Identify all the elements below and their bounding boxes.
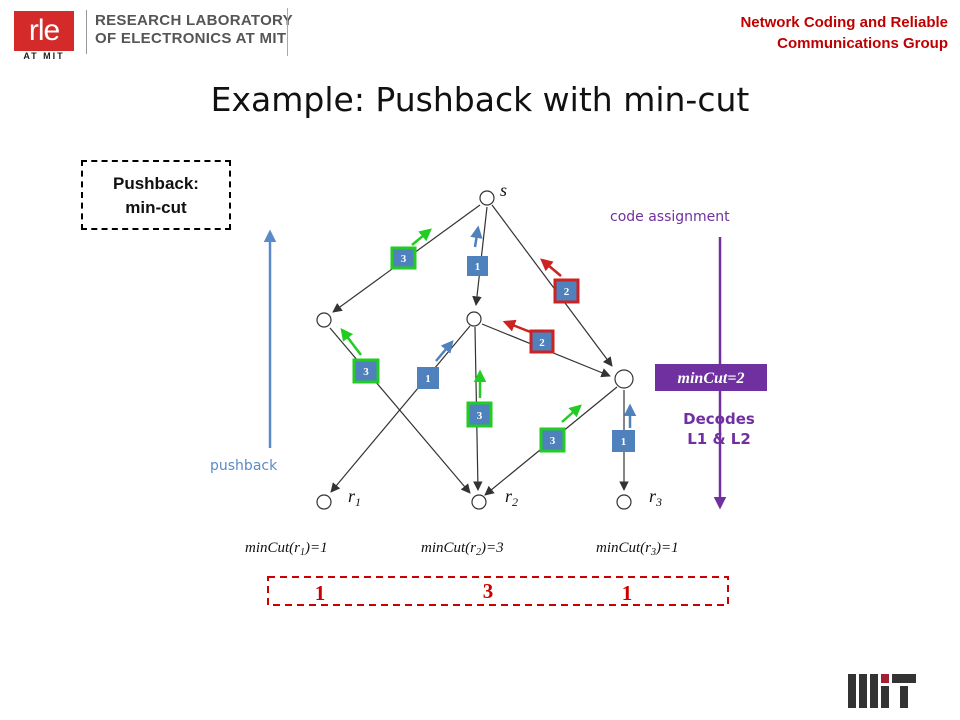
arrow-green-c-r2 <box>561 404 582 423</box>
edge-b-r1 <box>330 325 471 493</box>
code-box-b-r1: 1 <box>417 367 439 389</box>
mincut-r1: minCut(r1)=1 <box>245 540 328 558</box>
mincut-badge: minCut=2 <box>655 364 767 391</box>
rle-logo-subtitle: AT MIT <box>23 51 65 61</box>
svg-text:2: 2 <box>539 337 545 349</box>
svg-text:3: 3 <box>363 366 369 378</box>
arrow-blue-b-r1 <box>435 340 454 362</box>
arrow-blue-s-b <box>470 225 483 248</box>
pushback-legend-box: Pushback: min-cut <box>81 160 231 230</box>
legend-line1: Pushback: <box>113 174 199 193</box>
node-r2 <box>471 494 487 510</box>
legend-line2: min-cut <box>125 198 187 217</box>
svg-text:1: 1 <box>621 436 627 448</box>
result-r2: 3 <box>483 579 494 603</box>
mit-logo <box>848 674 916 708</box>
node-b <box>466 311 482 327</box>
svg-text:minCut=2: minCut=2 <box>678 370 745 387</box>
code-box-s-c: 2 <box>553 278 580 304</box>
lab-name-line1: RESEARCH LABORATORY <box>95 12 293 29</box>
arrow-green-a-r2 <box>340 328 362 356</box>
group-name-line2: Communications Group <box>777 35 948 52</box>
result-r3: 1 <box>622 581 633 605</box>
node-r1 <box>316 494 332 510</box>
mincut-r2: minCut(r2)=3 <box>421 540 504 558</box>
arrow-red-b-c <box>502 319 534 335</box>
node-s <box>479 190 495 206</box>
slide-title: Example: Pushback with min-cut <box>210 80 750 119</box>
rle-logo: rle <box>14 11 74 51</box>
svg-text:2: 2 <box>564 286 570 298</box>
lab-name-line2: OF ELECTRONICS AT MIT <box>95 30 287 47</box>
decodes-line1: Decodes <box>683 410 755 428</box>
code-box-b-r2: 3 <box>466 401 493 428</box>
lab-divider <box>287 8 288 56</box>
group-name: Network Coding and Reliable Communicatio… <box>740 12 948 54</box>
edge-s-c <box>491 204 613 367</box>
mincut-r3: minCut(r3)=1 <box>596 540 679 558</box>
svg-text:3: 3 <box>401 253 407 265</box>
logo-divider <box>86 10 87 54</box>
result-r1: 1 <box>315 581 326 605</box>
code-assignment-label: code assignment <box>610 209 730 225</box>
result-box <box>267 576 729 606</box>
code-box-s-a: 3 <box>390 246 417 270</box>
node-a <box>316 312 332 328</box>
svg-text:1: 1 <box>475 261 481 273</box>
group-name-line1: Network Coding and Reliable <box>740 14 948 31</box>
svg-text:3: 3 <box>477 410 483 422</box>
arrow-green-s-a <box>411 228 432 246</box>
label-r3: r3 <box>649 486 662 509</box>
svg-text:3: 3 <box>550 435 556 447</box>
code-box-s-b: 1 <box>467 256 488 276</box>
code-box-c-r3: 1 <box>612 430 635 452</box>
svg-text:1: 1 <box>425 373 431 385</box>
pushback-label: pushback <box>210 458 278 474</box>
label-r1: r1 <box>348 486 361 509</box>
node-r3 <box>616 494 632 510</box>
node-c <box>614 369 634 389</box>
code-box-b-c: 2 <box>529 329 555 354</box>
arrow-red-s-c <box>540 258 562 277</box>
label-source: s <box>500 180 507 200</box>
label-r2: r2 <box>505 486 518 509</box>
code-box-c-r2: 3 <box>539 427 566 453</box>
decodes-line2: L1 & L2 <box>687 430 751 448</box>
code-box-a-r2: 3 <box>352 358 380 384</box>
